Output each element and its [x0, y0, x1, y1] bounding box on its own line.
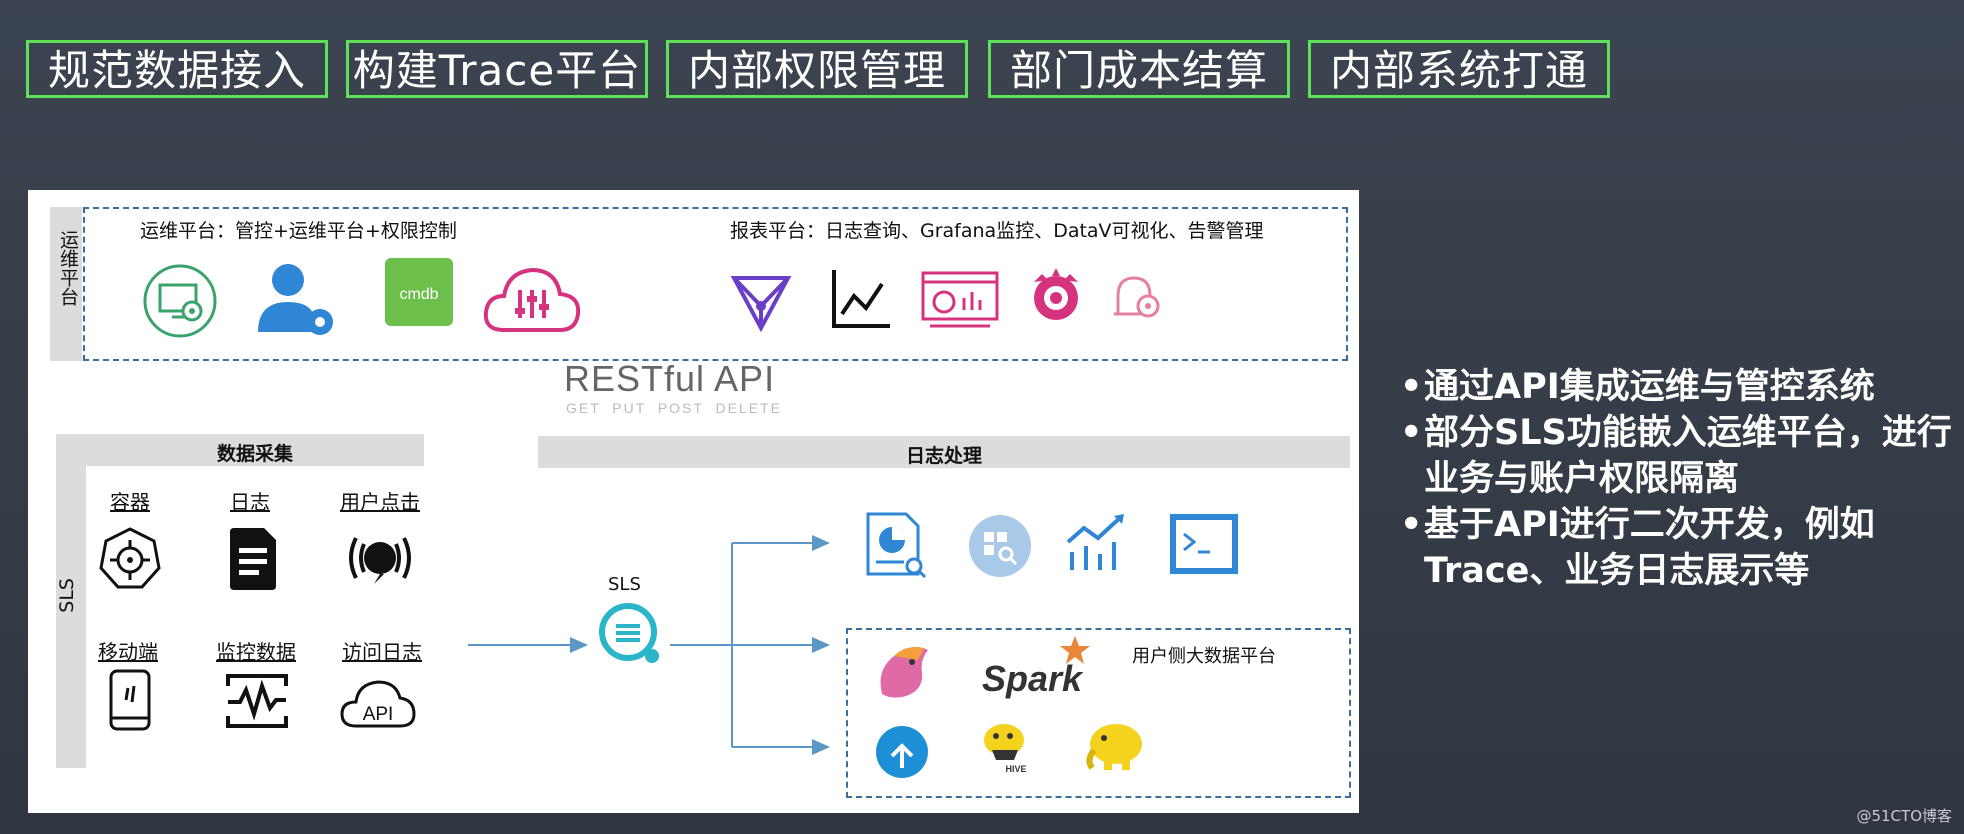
api-cloud-icon: API — [340, 680, 416, 728]
source-container-label: 容器 — [110, 490, 150, 514]
datav-dashboard-icon — [921, 271, 999, 328]
api-methods: GET PUT POST DELETE — [566, 400, 782, 416]
ops-side-bar — [50, 207, 82, 361]
source-click-label: 用户点击 — [340, 490, 420, 514]
process-header-bar — [538, 436, 1350, 468]
svg-text:HIVE: HIVE — [1005, 764, 1026, 774]
spark-logo-text: Spark — [982, 658, 1083, 699]
sls-side-bar — [56, 434, 86, 768]
hadoop-elephant-icon — [1086, 724, 1142, 770]
collect-header-bar — [86, 434, 424, 466]
source-access-log-label: 访问日志 — [342, 640, 422, 664]
source-log-label: 日志 — [230, 490, 270, 514]
collect-title: 数据采集 — [216, 443, 293, 465]
tag-trace-platform: 构建Trace平台 — [346, 40, 648, 98]
ops-side-label: 运维平台 — [57, 230, 79, 306]
tag-permission-management: 内部权限管理 — [666, 40, 968, 98]
log-query-icon — [730, 276, 792, 333]
source-monitoring-label: 监控数据 — [216, 640, 296, 664]
bigdata-dashed-box — [846, 628, 1351, 798]
restful-api-title: RESTful API — [564, 358, 776, 399]
tag-data-access: 规范数据接入 — [26, 40, 328, 98]
alert-settings-icon — [1114, 276, 1160, 318]
monitoring-wave-icon — [226, 674, 288, 728]
summary-bullets: 通过API集成运维与管控系统 部分SLS功能嵌入运维平台，进行业务与账户权限隔离… — [1400, 364, 1955, 594]
source-mobile-label: 移动端 — [98, 640, 158, 664]
sls-center-label: SLS — [608, 574, 641, 595]
tag-system-integration: 内部系统打通 — [1308, 40, 1610, 98]
process-title: 日志处理 — [905, 445, 982, 467]
broadcast-click-icon — [349, 537, 411, 584]
report-platform-title: 报表平台：日志查询、Grafana监控、DataV可视化、告警管理 — [730, 220, 1264, 242]
user-settings-icon — [258, 264, 333, 335]
bullet-item: 通过API集成运维与管控系统 — [1400, 364, 1955, 410]
ops-platform-title: 运维平台：管控+运维平台+权限控制 — [140, 220, 457, 242]
spark-star-icon — [1060, 636, 1090, 664]
tag-cost-settlement: 部门成本结算 — [988, 40, 1290, 98]
hive-icon: HIVE — [984, 724, 1027, 774]
bullet-item: 基于API进行二次开发，例如Trace、业务日志展示等 — [1400, 502, 1955, 594]
mobile-icon — [109, 669, 151, 731]
bullet-item: 部分SLS功能嵌入运维平台，进行业务与账户权限隔离 — [1400, 410, 1955, 502]
kubernetes-icon — [99, 527, 161, 589]
trend-chart-icon — [1066, 514, 1124, 570]
svg-text:API: API — [363, 704, 394, 725]
dashboard-search-icon — [969, 515, 1031, 577]
cloud-settings-icon — [483, 267, 581, 332]
grafana-icon — [1034, 268, 1078, 320]
terminal-icon — [1170, 514, 1238, 574]
ops-control-icon — [143, 264, 217, 338]
sls-log-search-icon — [599, 603, 659, 663]
document-icon — [230, 528, 276, 590]
report-pie-icon — [866, 512, 927, 579]
line-chart-icon — [832, 270, 890, 328]
bigdata-title: 用户侧大数据平台 — [1132, 646, 1276, 667]
ops-dashed-box — [83, 207, 1348, 361]
watermark: @51CTO博客 — [1856, 807, 1952, 825]
flow-arrows — [468, 535, 830, 755]
cmdb-icon: cmdb — [385, 258, 453, 326]
architecture-diagram: 运维平台 运维平台：管控+运维平台+权限控制 报表平台：日志查询、Grafana… — [28, 190, 1359, 813]
svg-text:cmdb: cmdb — [399, 286, 438, 303]
cloud-upload-icon — [876, 726, 928, 778]
flink-icon — [880, 647, 928, 698]
